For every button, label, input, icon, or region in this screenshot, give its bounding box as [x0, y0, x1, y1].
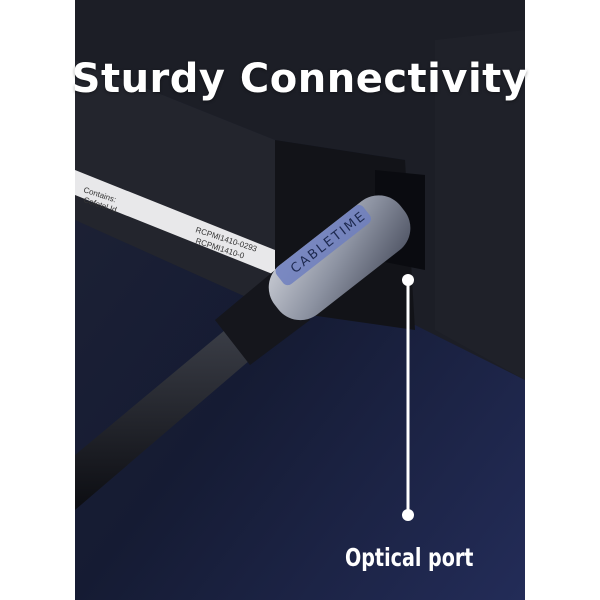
photo-illustration: Contains: Cofetel Id RCPMI1410-0293 RCPM…: [75, 0, 525, 600]
callout-dot-bottom: [402, 509, 414, 521]
cable: [75, 330, 250, 510]
label-sticker: [75, 170, 275, 275]
photo: Contains: Cofetel Id RCPMI1410-0293 RCPM…: [75, 0, 525, 600]
callout-label: Optical port: [345, 543, 474, 572]
callout-dot-top: [402, 274, 414, 286]
headline: Sturdy Connectivity: [71, 56, 529, 102]
